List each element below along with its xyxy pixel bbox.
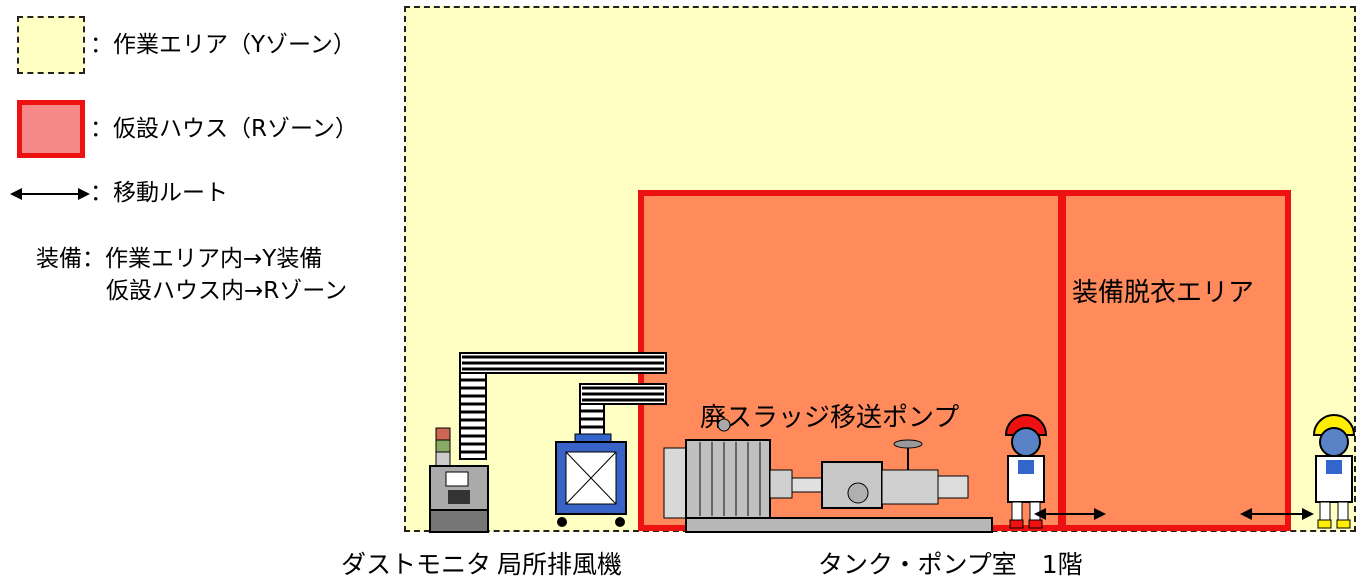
pump-label: 廃スラッジ移送ポンプ [700, 403, 960, 433]
r-zone-legend-swatch [17, 100, 85, 158]
y-zone-legend-swatch [17, 16, 85, 74]
equipment-line-1: 装備：作業エリア内→Y装備 [36, 246, 323, 272]
exhaust-fan-label: 局所排風機 [497, 550, 623, 579]
route-legend-label: ：移動ルート [90, 180, 228, 206]
double-arrow-icon [1034, 508, 1106, 520]
duct-icon [459, 352, 667, 460]
room-label: タンク・ポンプ室 1階 [818, 550, 1083, 579]
equipment-line-2: 仮設ハウス内→Rゾーン [106, 278, 348, 304]
y-zone-legend-label: ：作業エリア（Yゾーン） [90, 32, 356, 58]
pump-icon [663, 418, 993, 533]
double-arrow-icon [1240, 508, 1314, 520]
dust-monitor-icon [429, 427, 489, 533]
exhaust-fan-icon [555, 433, 627, 527]
undress-area-label: 装備脱衣エリア [1072, 278, 1255, 308]
r-zone-legend-label: ：仮設ハウス（Rゾーン） [90, 116, 358, 142]
dust-monitor-label: ダストモニタ [341, 550, 492, 579]
worker-icon [1004, 414, 1048, 529]
house-divider [1058, 190, 1066, 531]
worker-icon [1312, 414, 1356, 529]
